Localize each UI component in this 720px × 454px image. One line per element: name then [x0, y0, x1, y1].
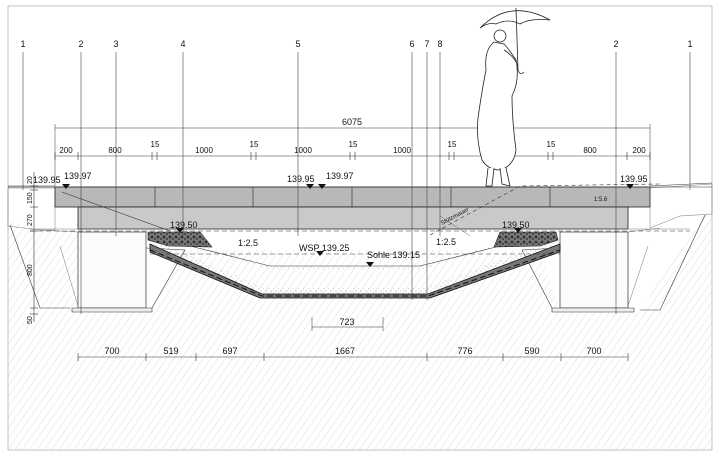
svg-text:15: 15 — [448, 140, 457, 149]
svg-text:2: 2 — [78, 39, 83, 49]
svg-text:2: 2 — [613, 39, 618, 49]
elev-bearing-left: 139.50 — [170, 220, 198, 230]
svg-text:15: 15 — [250, 140, 259, 149]
svg-text:270: 270 — [27, 214, 34, 226]
top-dimension-chain: 200 800 15 1000 15 1000 15 1000 15 1000 … — [54, 140, 651, 160]
svg-text:723: 723 — [339, 317, 354, 327]
svg-text:519: 519 — [163, 346, 178, 356]
bottom-dimension-chain: 700 519 697 1667 776 590 700 — [77, 346, 629, 361]
svg-text:1000: 1000 — [294, 146, 312, 155]
svg-text:590: 590 — [524, 346, 539, 356]
svg-text:20: 20 — [27, 176, 34, 184]
svg-text:6: 6 — [409, 39, 414, 49]
svg-text:5: 5 — [295, 39, 300, 49]
svg-text:776: 776 — [457, 346, 472, 356]
svg-text:700: 700 — [104, 346, 119, 356]
elev-deck-left: 139.95 — [33, 175, 61, 185]
ground-surface-right — [649, 182, 713, 187]
left-vertical-dimensions: 20 150 270 800 50 — [27, 172, 38, 324]
svg-text:15: 15 — [349, 140, 358, 149]
slope-right-label: 1:2.5 — [436, 237, 456, 247]
svg-text:697: 697 — [222, 346, 237, 356]
svg-text:150: 150 — [27, 192, 34, 204]
svg-text:1000: 1000 — [393, 146, 411, 155]
svg-text:3: 3 — [113, 39, 118, 49]
elev-sole: Sohle 139.15 — [367, 250, 420, 260]
svg-text:4: 4 — [180, 39, 185, 49]
svg-text:800: 800 — [27, 264, 34, 276]
bridge-deck — [54, 186, 651, 208]
channel-upper-line — [169, 240, 521, 267]
riprap-left — [147, 231, 213, 248]
svg-text:1000: 1000 — [195, 146, 213, 155]
svg-text:8: 8 — [437, 39, 442, 49]
left-embankment — [7, 187, 56, 231]
elev-deck-right: 139.95 — [620, 174, 648, 184]
svg-text:200: 200 — [59, 146, 73, 155]
elev-bearing-right: 139.50 — [502, 220, 530, 230]
svg-text:800: 800 — [583, 146, 597, 155]
svg-text:1: 1 — [687, 39, 692, 49]
elev-deck-left-inner: 139.97 — [64, 171, 92, 181]
svg-text:200: 200 — [632, 146, 646, 155]
right-embankment — [649, 183, 713, 229]
deck-joints — [154, 187, 551, 207]
svg-text:50: 50 — [27, 316, 34, 324]
svg-text:1667: 1667 — [335, 346, 355, 356]
svg-text:800: 800 — [108, 146, 122, 155]
right-abutment-footing — [551, 307, 635, 313]
bridge-girder — [77, 206, 629, 230]
left-abutment-footing — [71, 307, 153, 313]
channel-fill — [150, 238, 560, 294]
axis-labels: 1 2 3 4 5 6 7 8 2 1 — [20, 39, 692, 49]
svg-text:6075: 6075 — [342, 117, 362, 127]
slope-left-label: 1:2.5 — [238, 238, 258, 248]
riprap-right — [493, 231, 559, 248]
svg-text:700: 700 — [586, 346, 601, 356]
left-excavation — [9, 224, 70, 309]
right-wing-inner — [627, 227, 661, 307]
svg-text:15: 15 — [151, 140, 160, 149]
right-excavation — [640, 214, 706, 311]
right-abutment — [559, 231, 629, 309]
ground-hatch — [8, 214, 712, 450]
elev-deck-mid-left: 139.95 — [287, 174, 315, 184]
ramp-slope-label: 1:5.6 — [594, 197, 608, 203]
elevation-markers — [62, 184, 634, 267]
svg-text:1: 1 — [20, 39, 25, 49]
elev-deck-mid-right: 139.97 — [326, 171, 354, 181]
channel-width-dimension: 723 — [311, 317, 384, 331]
axis-lines — [22, 52, 691, 314]
elev-water-level: WSP 139.25 — [299, 243, 349, 253]
channel-sediment — [180, 240, 515, 270]
right-diagonal — [439, 215, 471, 237]
channel-dashed-line — [149, 249, 561, 297]
svg-text:15: 15 — [547, 140, 556, 149]
left-abutment — [77, 231, 147, 309]
person-with-umbrella-figure — [477, 7, 551, 187]
svg-text:7: 7 — [424, 39, 429, 49]
